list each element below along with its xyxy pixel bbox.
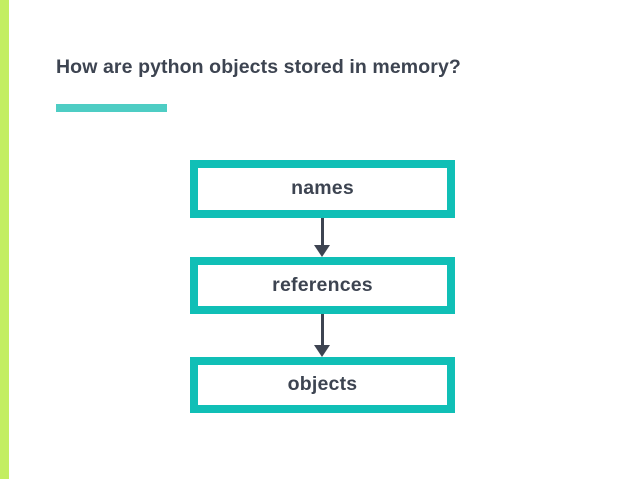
flow-box-label: names bbox=[291, 177, 354, 200]
flow-diagram: names references objects bbox=[190, 160, 455, 413]
flow-box-objects: objects bbox=[190, 357, 455, 413]
left-edge-accent-bar bbox=[0, 0, 9, 479]
flow-box-references: references bbox=[190, 257, 455, 314]
title-underline-rule bbox=[56, 104, 167, 112]
flow-arrow-references-to-objects bbox=[314, 314, 330, 357]
page-title: How are python objects stored in memory? bbox=[56, 56, 461, 78]
flow-box-label: references bbox=[272, 273, 373, 296]
arrow-stem bbox=[321, 314, 324, 346]
flow-box-label: objects bbox=[287, 373, 358, 396]
arrow-head-icon bbox=[314, 245, 330, 257]
flow-box-names: names bbox=[190, 160, 455, 218]
arrow-head-icon bbox=[314, 345, 330, 357]
arrow-stem bbox=[321, 218, 324, 246]
flow-arrow-names-to-references bbox=[314, 218, 330, 257]
